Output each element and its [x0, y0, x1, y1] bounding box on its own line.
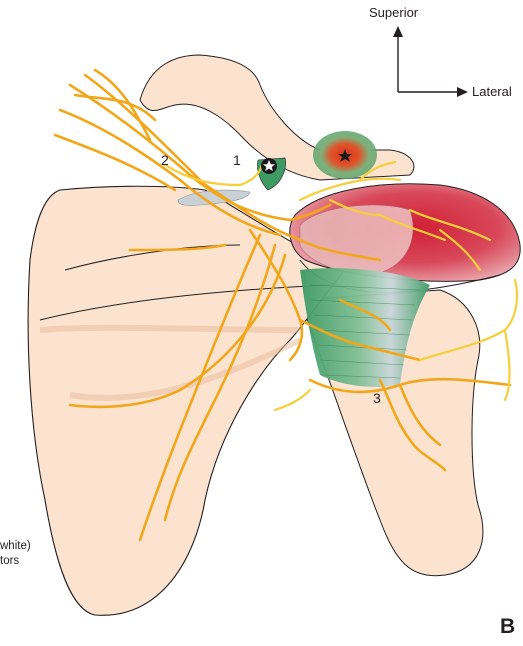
edge-text-line-2: tors [0, 556, 19, 568]
coracoid-star-icon [261, 158, 277, 174]
scapular-spine-ridge-lower [40, 328, 300, 330]
lateral-label: Lateral [472, 85, 512, 98]
panel-letter: B [500, 616, 515, 637]
superior-label: Superior [369, 6, 418, 19]
label-2: 2 [161, 153, 169, 167]
edge-text-line-1: white) [0, 541, 31, 553]
superior-arrowhead-icon [393, 26, 403, 37]
label-1: 1 [233, 153, 241, 167]
lateral-arrowhead-icon [457, 87, 468, 97]
label-3: 3 [373, 391, 381, 405]
orientation-arrows [398, 36, 458, 92]
